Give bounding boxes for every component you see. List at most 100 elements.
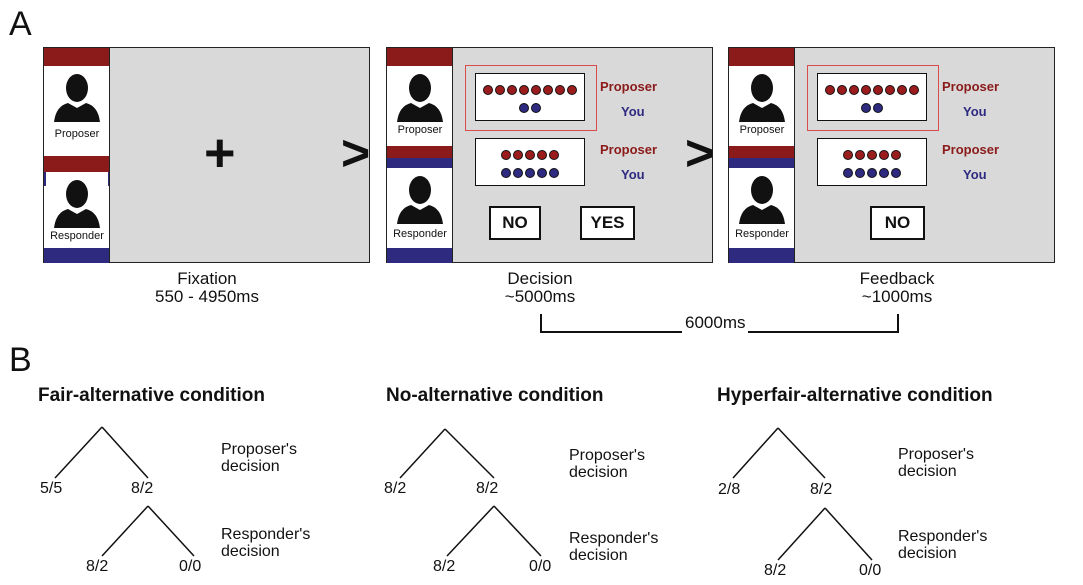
label-line: Responder's: [569, 530, 659, 547]
person-silhouette-icon: [54, 180, 100, 228]
offer-1-you-label: You: [963, 104, 987, 119]
responder-avatar: Responder: [731, 168, 793, 248]
condition-title-hyperfair: Hyperfair-alternative condition: [717, 385, 993, 406]
proposer-decision-label: Proposer's decision: [898, 446, 974, 480]
offer-2-proposer-label: Proposer: [600, 142, 658, 157]
feedback-screen: Proposer Responder Proposer You Proposer…: [728, 47, 1055, 263]
responder-option-right: 0/0: [859, 562, 882, 579]
proposer-band-bottom: [387, 146, 452, 158]
responder-label: Responder: [393, 228, 447, 240]
responder-avatar: Responder: [389, 168, 451, 248]
proposer-label: Proposer: [739, 124, 785, 136]
label-line: decision: [569, 547, 628, 564]
selected-offer-highlight: [807, 65, 939, 131]
person-silhouette-icon: [397, 176, 443, 224]
proposer-avatar: Proposer: [731, 66, 793, 156]
proposer-band-bottom: [44, 156, 109, 172]
proposer-option-left: 2/8: [718, 481, 741, 498]
you-share-dots: [818, 103, 926, 113]
proposer-band-bottom: [729, 146, 794, 158]
responder-band-top: [729, 158, 794, 168]
tree-3-responder-branches: [777, 507, 873, 561]
no-response-display: NO: [870, 206, 925, 240]
label-line: decision: [221, 543, 280, 560]
responder-decision-label: Responder's decision: [898, 528, 987, 562]
label-line: decision: [898, 545, 957, 562]
proposer-decision-label: Proposer's decision: [569, 447, 645, 481]
person-silhouette-icon: [397, 74, 443, 122]
proposer-option-left: 8/2: [384, 480, 407, 497]
responder-avatar: Responder: [46, 172, 108, 248]
responder-decision-label: Responder's decision: [569, 530, 658, 564]
offer-card-5-5[interactable]: [475, 138, 585, 186]
sequence-arrow-2: >: [685, 125, 715, 181]
label-line: Proposer's: [569, 447, 645, 464]
fixation-screen: Proposer Responder +: [43, 47, 370, 263]
you-share-dots: [476, 103, 584, 113]
condition-title-no-alternative: No-alternative condition: [386, 385, 604, 406]
sequence-arrow-1: >: [341, 125, 371, 181]
decision-screen: Proposer Responder Proposer You Proposer…: [386, 47, 713, 263]
tree-2-proposer-branches: [399, 428, 495, 479]
responder-decision-label: Responder's decision: [221, 526, 310, 560]
tree-3-proposer-branches: [732, 427, 826, 479]
feedback-caption: Feedback ~1000ms: [797, 270, 997, 306]
panel-a-label: A: [9, 5, 32, 43]
label-line: decision: [221, 458, 280, 475]
offer-2-you-label: You: [621, 167, 645, 182]
label-line: decision: [898, 463, 957, 480]
person-silhouette-icon: [54, 74, 100, 122]
person-silhouette-icon: [739, 176, 785, 224]
tree-1-responder-branches: [101, 505, 195, 557]
player-strip: Proposer Responder: [387, 48, 453, 263]
offer-card-8-2[interactable]: [475, 73, 585, 121]
caption-timing: 550 - 4950ms: [155, 287, 259, 306]
label-line: Responder's: [898, 528, 988, 545]
you-share-dots: [476, 168, 584, 178]
offer-1-proposer-label: Proposer: [942, 79, 1000, 94]
offer-2-you-label: You: [963, 167, 987, 182]
responder-option-right: 0/0: [529, 558, 552, 575]
proposer-band-top: [729, 48, 794, 66]
caption-title: Fixation: [177, 269, 237, 288]
responder-label: Responder: [735, 228, 789, 240]
tree-2-responder-branches: [446, 505, 542, 557]
proposer-option-right: 8/2: [131, 480, 154, 497]
responder-band-bottom: [729, 248, 794, 263]
player-strip: Proposer Responder: [44, 48, 110, 263]
proposer-option-left: 5/5: [40, 480, 63, 497]
player-strip: Proposer Responder: [729, 48, 795, 263]
timing-bracket-label: 6000ms: [682, 313, 749, 333]
proposer-band-top: [44, 48, 109, 66]
person-silhouette-icon: [739, 74, 785, 122]
selected-offer-highlight: [465, 65, 597, 131]
caption-title: Feedback: [859, 269, 935, 288]
label-line: Responder's: [221, 526, 311, 543]
caption-timing: ~1000ms: [861, 287, 933, 306]
proposer-option-right: 8/2: [810, 481, 833, 498]
tree-1-proposer-branches: [54, 426, 149, 479]
responder-option-left: 8/2: [86, 558, 109, 575]
proposer-share-dots: [476, 85, 584, 95]
responder-band-bottom: [387, 248, 452, 263]
proposer-avatar: Proposer: [389, 66, 451, 156]
responder-option-left: 8/2: [764, 562, 787, 579]
proposer-option-right: 8/2: [476, 480, 499, 497]
yes-button[interactable]: YES: [580, 206, 635, 240]
responder-band-bottom: [44, 248, 109, 263]
offer-2-proposer-label: Proposer: [942, 142, 1000, 157]
offer-1-you-label: You: [621, 104, 645, 119]
proposer-share-dots: [818, 85, 926, 95]
proposer-decision-label: Proposer's decision: [221, 441, 297, 475]
proposer-avatar: Proposer: [46, 66, 108, 156]
fixation-cross: +: [204, 123, 236, 183]
responder-band-top: [387, 158, 452, 168]
label-line: Proposer's: [898, 446, 974, 463]
offer-card-5-5: [817, 138, 927, 186]
caption-timing: ~5000ms: [504, 287, 576, 306]
no-button[interactable]: NO: [489, 206, 541, 240]
proposer-band-top: [387, 48, 452, 66]
label-line: Proposer's: [221, 441, 297, 458]
caption-title: Decision: [507, 269, 573, 288]
